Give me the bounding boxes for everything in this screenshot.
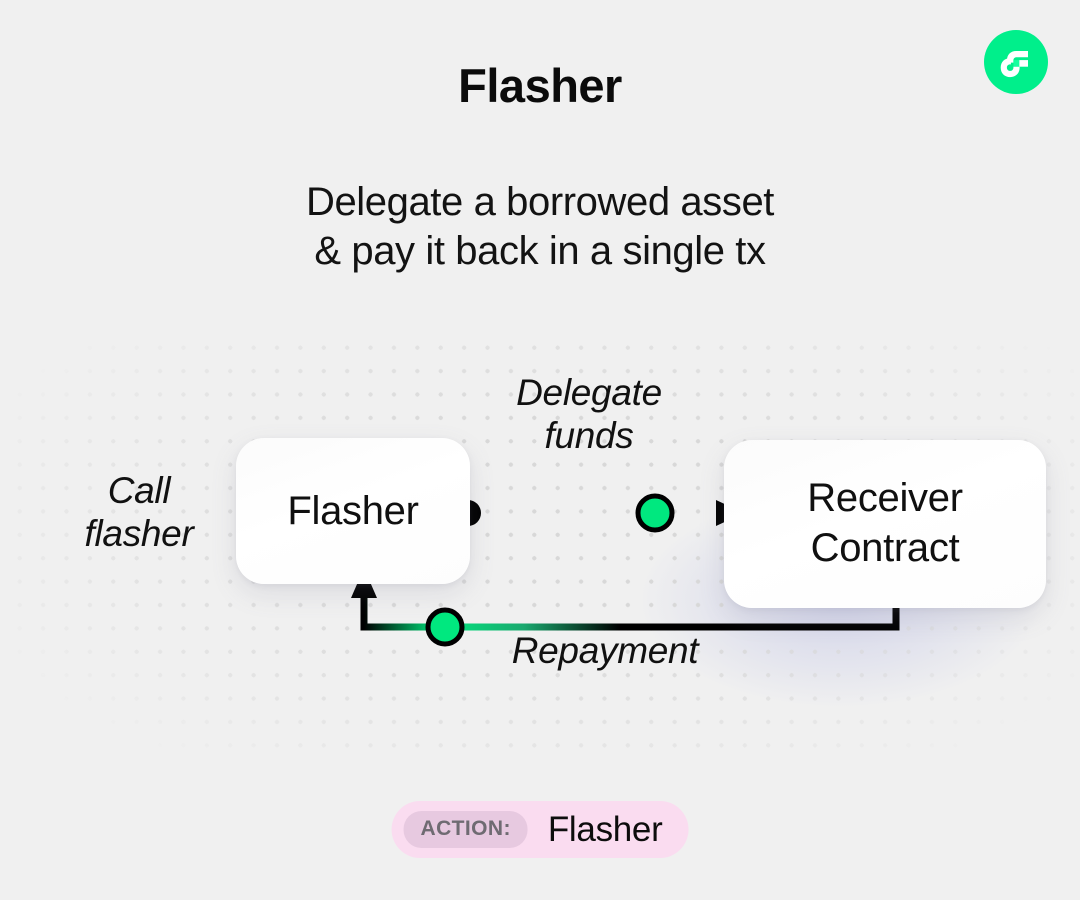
token-repayment [425, 607, 465, 647]
action-badge: ACTION: Flasher [391, 801, 689, 858]
action-badge-value: Flasher [547, 809, 663, 849]
flow-logo-icon [984, 30, 1048, 94]
action-badge-chip: ACTION: [403, 811, 528, 848]
call-flasher-line-2: flasher [84, 512, 194, 554]
subtitle-line-1: Delegate a borrowed asset [305, 180, 775, 224]
token-delegate-funds [635, 493, 675, 533]
call-flasher-line-1: Call [107, 470, 171, 511]
node-flasher-label: Flasher [287, 488, 419, 533]
node-receiver-contract[interactable]: Receiver Contract [724, 440, 1046, 608]
flow-diagram: Flasher Receiver Contract Call flasher D… [0, 330, 1080, 760]
node-receiver-label-line-2: Contract [810, 526, 960, 570]
node-flasher[interactable]: Flasher [236, 438, 470, 584]
page-subtitle: Delegate a borrowed asset & pay it back … [0, 178, 1080, 276]
delegate-funds-line-1: Delegate [516, 372, 662, 413]
subtitle-line-2: & pay it back in a single tx [314, 228, 766, 273]
node-receiver-label-line-1: Receiver [807, 476, 963, 521]
node-receiver-label: Receiver Contract [807, 474, 963, 573]
edge-label-delegate-funds: Delegate funds [465, 372, 713, 458]
delegate-funds-line-2: funds [544, 414, 634, 456]
edge-label-repayment: Repayment [511, 630, 699, 671]
edge-label-call-flasher: Call flasher [44, 470, 234, 556]
page-title: Flasher [458, 59, 622, 112]
